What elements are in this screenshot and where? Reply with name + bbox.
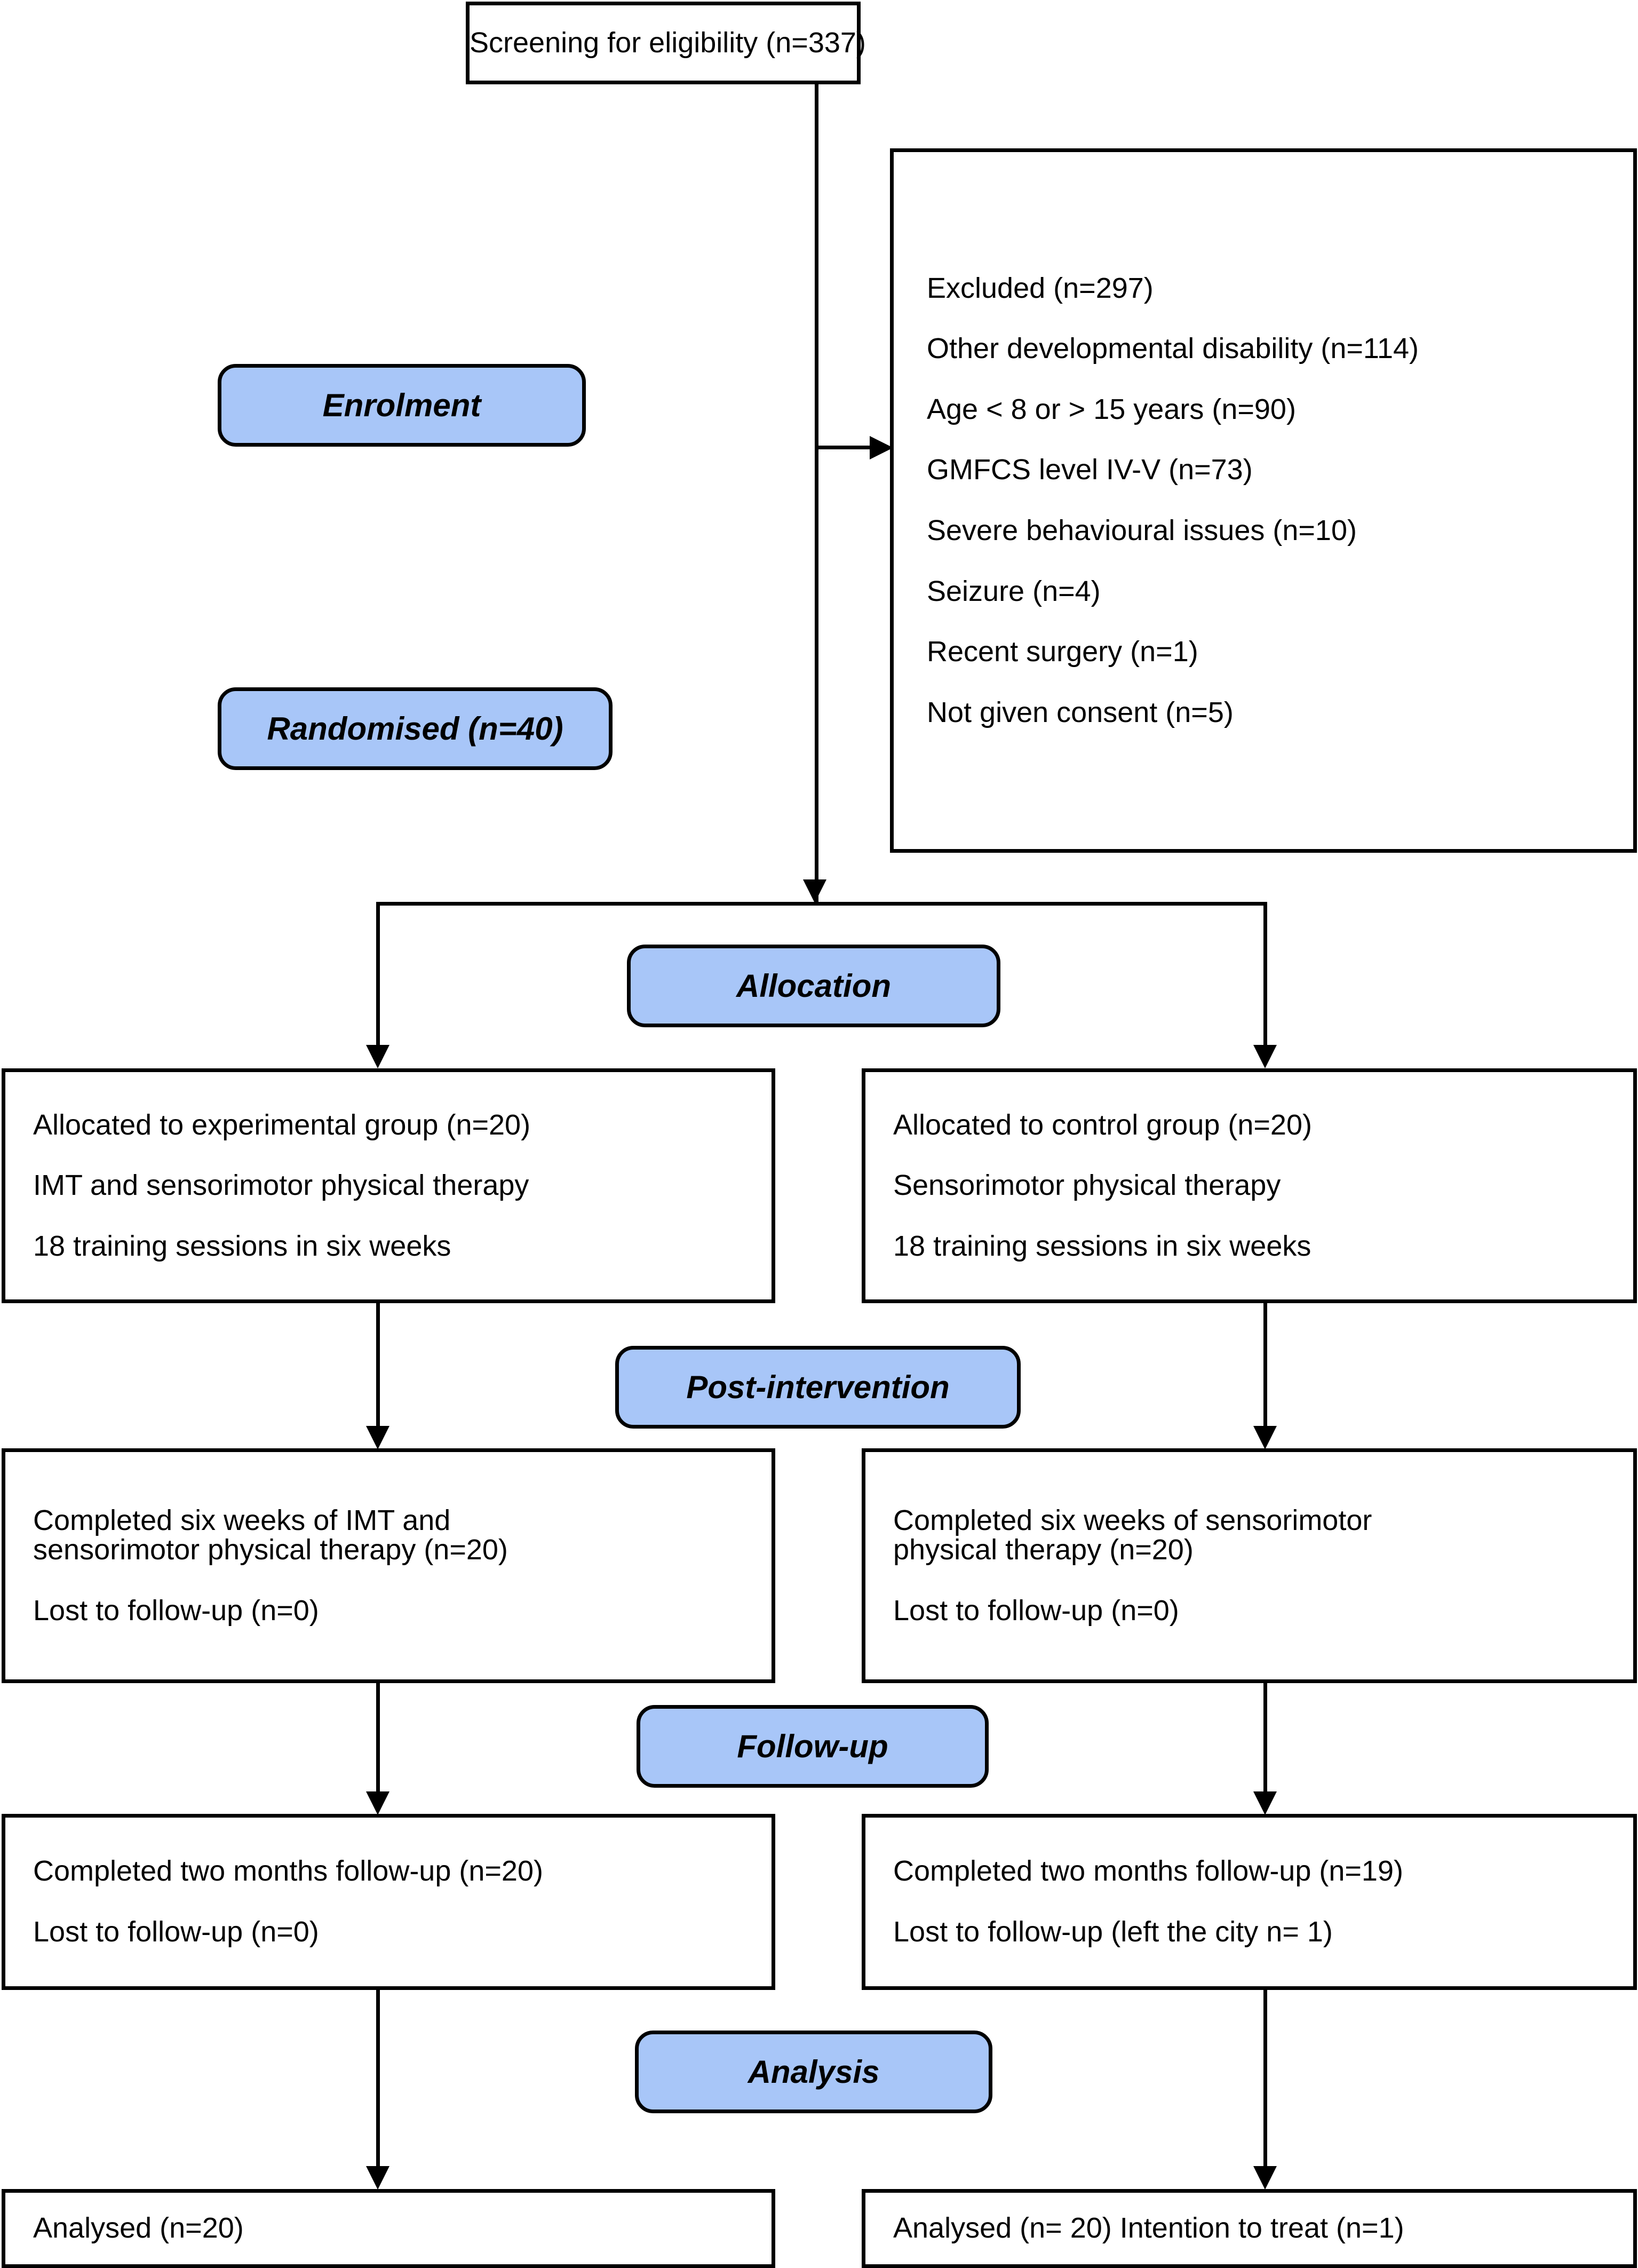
stage-allocation-label: Allocation (736, 968, 891, 1004)
stage-randomised: Randomised (n=40) (218, 687, 613, 770)
excluded-reason: GMFCS level IV-V (n=73) (927, 454, 1253, 486)
followup-right-line: Completed two months follow-up (n=19) (893, 1855, 1403, 1888)
post-left-line: Lost to follow-up (n=0) (33, 1594, 319, 1627)
analysis-box-control: Analysed (n= 20) Intention to treat (n=1… (862, 2189, 1637, 2268)
post-intervention-box-experimental: Completed six weeks of IMT and sensorimo… (2, 1448, 775, 1683)
excluded-reason: Not given consent (n=5) (927, 696, 1234, 728)
excluded-reason: Recent surgery (n=1) (927, 636, 1198, 668)
follow-up-box-control: Completed two months follow-up (n=19) Lo… (862, 1814, 1637, 1990)
excluded-box: Excluded (n=297) Other developmental dis… (890, 148, 1637, 853)
excluded-heading: Excluded (n=297) (927, 272, 1154, 304)
arrow-to-post-right-icon (1253, 1426, 1277, 1449)
followup-right-line: Lost to follow-up (left the city n= 1) (893, 1916, 1333, 1948)
connector-split-left (376, 902, 380, 1045)
connector-split-right (1263, 902, 1267, 1045)
stage-enrolment: Enrolment (218, 364, 586, 447)
connector-followup-to-analysis-right (1263, 1990, 1267, 2166)
allocation-left-line: IMT and sensorimotor physical therapy (33, 1169, 529, 1202)
post-right-line: Completed six weeks of sensorimotor (893, 1504, 1372, 1536)
arrow-screening-to-split-icon (803, 879, 826, 903)
arrow-to-analysis-left-icon (366, 2166, 389, 2190)
excluded-reason: Seizure (n=4) (927, 575, 1101, 607)
stage-follow-up-label: Follow-up (737, 1728, 888, 1764)
connector-alloc-to-post-left (376, 1303, 380, 1426)
analysis-right-line: Analysed (n= 20) Intention to treat (n=1… (893, 2212, 1404, 2245)
stage-follow-up: Follow-up (637, 1705, 989, 1788)
arrow-to-analysis-right-icon (1253, 2166, 1277, 2190)
connector-post-to-followup-right (1263, 1683, 1267, 1791)
stage-allocation: Allocation (627, 945, 1000, 1027)
stage-randomised-label: Randomised (n=40) (267, 711, 563, 747)
connector-screening-to-split (815, 84, 818, 902)
split-bar-allocation (376, 902, 1267, 906)
stage-post-intervention: Post-intervention (615, 1346, 1021, 1429)
stage-post-intervention-label: Post-intervention (686, 1369, 950, 1405)
analysis-left-line: Analysed (n=20) (33, 2212, 244, 2245)
arrow-to-alloc-right-icon (1253, 1045, 1277, 1068)
connector-to-excluded (815, 446, 873, 449)
post-left-line: Completed six weeks of IMT and (33, 1504, 451, 1536)
connector-followup-to-analysis-left (376, 1990, 380, 2166)
arrow-to-alloc-left-icon (366, 1045, 389, 1068)
arrow-to-excluded-icon (870, 436, 893, 459)
allocation-right-line: 18 training sessions in six weeks (893, 1230, 1311, 1262)
arrow-to-followup-left-icon (366, 1791, 389, 1815)
allocation-left-line: Allocated to experimental group (n=20) (33, 1108, 531, 1141)
excluded-reason: Other developmental disability (n=114) (927, 332, 1419, 365)
stage-analysis: Analysis (635, 2031, 992, 2113)
excluded-reason: Severe behavioural issues (n=10) (927, 514, 1357, 546)
connector-alloc-to-post-right (1263, 1303, 1267, 1426)
screening-box: Screening for eligibility (n=337) (466, 2, 866, 84)
excluded-reason: Age < 8 or > 15 years (n=90) (927, 393, 1296, 425)
screening-label: Screening for eligibility (n=337) (470, 26, 866, 59)
post-right-line: physical therapy (n=20) (893, 1534, 1194, 1566)
analysis-box-experimental: Analysed (n=20) (2, 2189, 775, 2268)
arrow-to-post-left-icon (366, 1426, 389, 1449)
stage-enrolment-label: Enrolment (322, 387, 481, 423)
post-left-line: sensorimotor physical therapy (n=20) (33, 1534, 508, 1566)
post-right-line: Lost to follow-up (n=0) (893, 1594, 1179, 1627)
followup-left-line: Lost to follow-up (n=0) (33, 1916, 319, 1948)
arrow-to-followup-right-icon (1253, 1791, 1277, 1815)
connector-post-to-followup-left (376, 1683, 380, 1791)
allocation-box-control: Allocated to control group (n=20) Sensor… (862, 1068, 1637, 1303)
post-intervention-box-control: Completed six weeks of sensorimotor phys… (862, 1448, 1637, 1683)
followup-left-line: Completed two months follow-up (n=20) (33, 1855, 543, 1888)
stage-analysis-label: Analysis (748, 2054, 880, 2090)
allocation-right-line: Sensorimotor physical therapy (893, 1169, 1281, 1202)
allocation-box-experimental: Allocated to experimental group (n=20) I… (2, 1068, 775, 1303)
follow-up-box-experimental: Completed two months follow-up (n=20) Lo… (2, 1814, 775, 1990)
allocation-left-line: 18 training sessions in six weeks (33, 1230, 451, 1262)
allocation-right-line: Allocated to control group (n=20) (893, 1108, 1312, 1141)
